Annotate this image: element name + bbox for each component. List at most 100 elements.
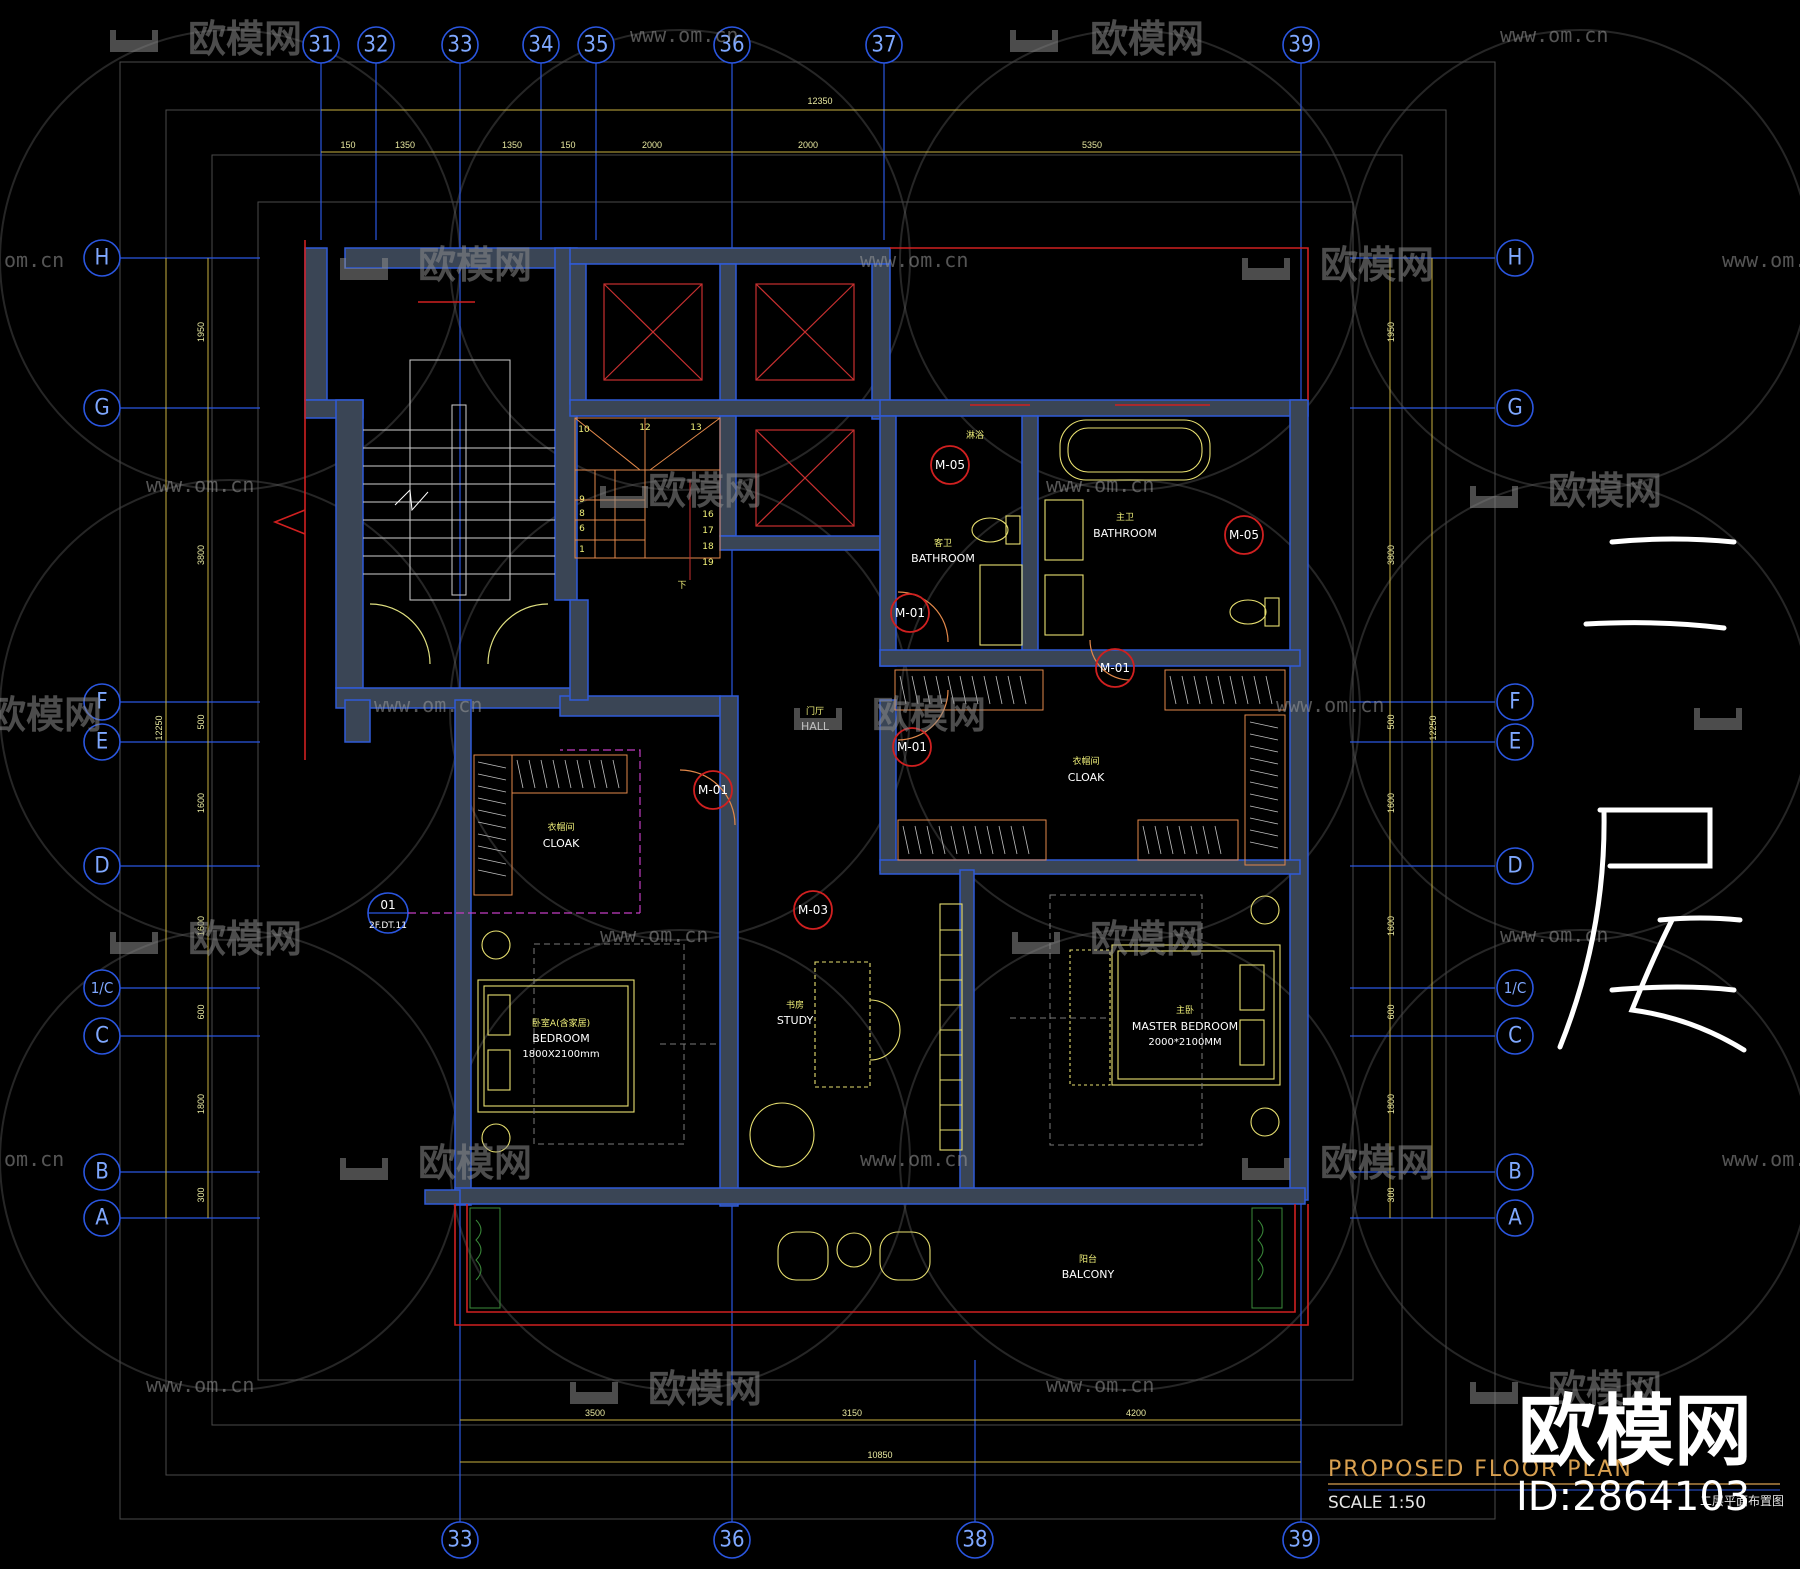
axis-bottom-39: 39: [1288, 1528, 1313, 1553]
room-guest-bath-en: BATHROOM: [911, 552, 975, 565]
dim-top-6: 2000: [798, 140, 818, 150]
room-guest-bath-cn: 客卫: [934, 537, 952, 549]
watermark-logo-icons: [110, 30, 1742, 1404]
axis-bottom-33: 33: [447, 1528, 472, 1553]
dim-top-1: 150: [340, 140, 355, 150]
dim-top-7: 5350: [1082, 140, 1102, 150]
watermark-url-12: om.cn: [4, 1147, 64, 1171]
axis-left-H: H: [95, 246, 110, 271]
door-swings: [369, 591, 1131, 826]
door-tag-m01-a: M-01: [895, 606, 925, 620]
door-tag-m01-b: M-01: [1100, 661, 1130, 675]
room-study-cn: 书房: [786, 999, 804, 1011]
watermark-url-4: www.om.cn: [860, 248, 968, 272]
door-tag-m05-b: M-05: [1229, 528, 1259, 542]
watermark-url-13: www.om.cn: [860, 1147, 968, 1171]
room-balcony-en: BALCONY: [1062, 1268, 1115, 1281]
axis-right-E: E: [1509, 730, 1522, 755]
watermark-url-15: www.om.cn: [146, 1373, 254, 1397]
dim-left-7: 1800: [196, 1094, 206, 1114]
main-staircase: [363, 359, 555, 601]
dim-left-2: 3800: [196, 545, 206, 565]
watermark-url-3: om.cn: [4, 248, 64, 272]
watermark-url-14: www.om.cn: [1722, 1147, 1800, 1171]
dim-bottom-1: 3500: [585, 1408, 605, 1418]
room-master-cn: 主卧: [1176, 1004, 1194, 1016]
axis-left-C: C: [95, 1024, 109, 1049]
dim-left-5: 1600: [196, 916, 206, 936]
axis-left-G: G: [94, 396, 109, 421]
watermark-url-1: www.om.cn: [630, 23, 738, 47]
section-marker-number: 01: [380, 898, 395, 912]
room-hall-cn: 门厅: [806, 705, 824, 717]
axis-left-E: E: [96, 730, 109, 755]
stair-num-8: 8: [579, 509, 585, 519]
door-tag-circles: [693, 445, 1264, 930]
door-tag-m01-c: M-01: [897, 740, 927, 754]
axis-bottom-36: 36: [719, 1528, 744, 1553]
walls: [304, 247, 1309, 1207]
dim-right-8: 300: [1386, 1187, 1396, 1202]
room-cloak-right-cn: 衣帽间: [1072, 755, 1099, 767]
stair-num-16: 16: [702, 510, 714, 520]
watermark-url-7: www.om.cn: [1046, 473, 1154, 497]
axis-top-31: 31: [308, 33, 333, 58]
dim-right-5: 1600: [1386, 916, 1396, 936]
section-marker-ref: 2F.DT.11: [369, 921, 407, 931]
watermark-cn-13: 欧模网: [648, 1367, 762, 1411]
door-tag-m01-d: M-01: [698, 783, 728, 797]
handwritten-floor-label: [1557, 536, 1747, 1053]
door-tag-m05-a: M-05: [935, 458, 965, 472]
axis-right-A: A: [1508, 1206, 1522, 1231]
watermark-cn-7: 欧模网: [0, 693, 102, 737]
watermark-cn-1: 欧模网: [188, 17, 302, 61]
dim-bottom-2: 3150: [842, 1408, 862, 1418]
axis-left-D: D: [94, 854, 109, 879]
axis-right-B: B: [1508, 1160, 1522, 1185]
dimension-lines: [165, 109, 1433, 1463]
dim-right-2: 3800: [1386, 545, 1396, 565]
axis-right-D: D: [1507, 854, 1522, 879]
grid-bubbles: [83, 26, 1534, 1559]
axis-left-1C: 1/C: [91, 979, 114, 997]
watermark-cn-10: 欧模网: [1090, 917, 1204, 961]
watermark-circles: [0, 29, 1800, 1391]
dim-right-overall: 12250: [1428, 715, 1438, 740]
dim-right-3: 500: [1386, 714, 1396, 729]
room-bedroom-en: BEDROOM: [532, 1032, 589, 1045]
dim-left-1: 1950: [196, 322, 206, 342]
brand-id: ID:2864103: [1516, 1474, 1750, 1520]
dim-top-overall: 12350: [807, 96, 832, 106]
dim-top-2: 1350: [395, 140, 415, 150]
dim-left-overall: 12250: [154, 715, 164, 740]
stair-num-10: 10: [578, 425, 590, 435]
stair-num-9: 9: [579, 495, 585, 505]
balcony-planters: [469, 1207, 1283, 1309]
watermark-url-16: www.om.cn: [1046, 1373, 1154, 1397]
wardrobes: [473, 669, 1286, 896]
furniture: [477, 419, 1281, 1281]
dim-right-4: 1600: [1386, 793, 1396, 813]
axis-right-G: G: [1507, 396, 1522, 421]
axis-left-A: A: [95, 1206, 109, 1231]
watermark-cn-3: 欧模网: [418, 243, 532, 287]
room-shower-cn: 淋浴: [966, 429, 984, 441]
room-cloak-right-en: CLOAK: [1068, 771, 1105, 784]
stair-num-19: 19: [702, 558, 714, 568]
dim-right-6: 600: [1386, 1004, 1396, 1019]
room-master-size: 2000*2100MM: [1148, 1037, 1221, 1048]
stair-num-18: 18: [702, 542, 714, 552]
watermark-url-9: www.om.cn: [1276, 693, 1384, 717]
room-master-bath-cn: 主卫: [1116, 511, 1134, 523]
watermark-url-5: www.om.cn: [1722, 248, 1800, 272]
stair-num-17: 17: [702, 526, 713, 536]
axis-top-37: 37: [871, 33, 896, 58]
drawing-scale: SCALE 1:50: [1328, 1493, 1426, 1513]
room-cloak-left-en: CLOAK: [543, 837, 580, 850]
axis-left-F: F: [96, 690, 107, 715]
stair-num-12: 12: [639, 423, 650, 433]
title-block: [1328, 1483, 1780, 1491]
door-tag-m03: M-03: [798, 903, 828, 917]
axis-right-F: F: [1509, 690, 1520, 715]
